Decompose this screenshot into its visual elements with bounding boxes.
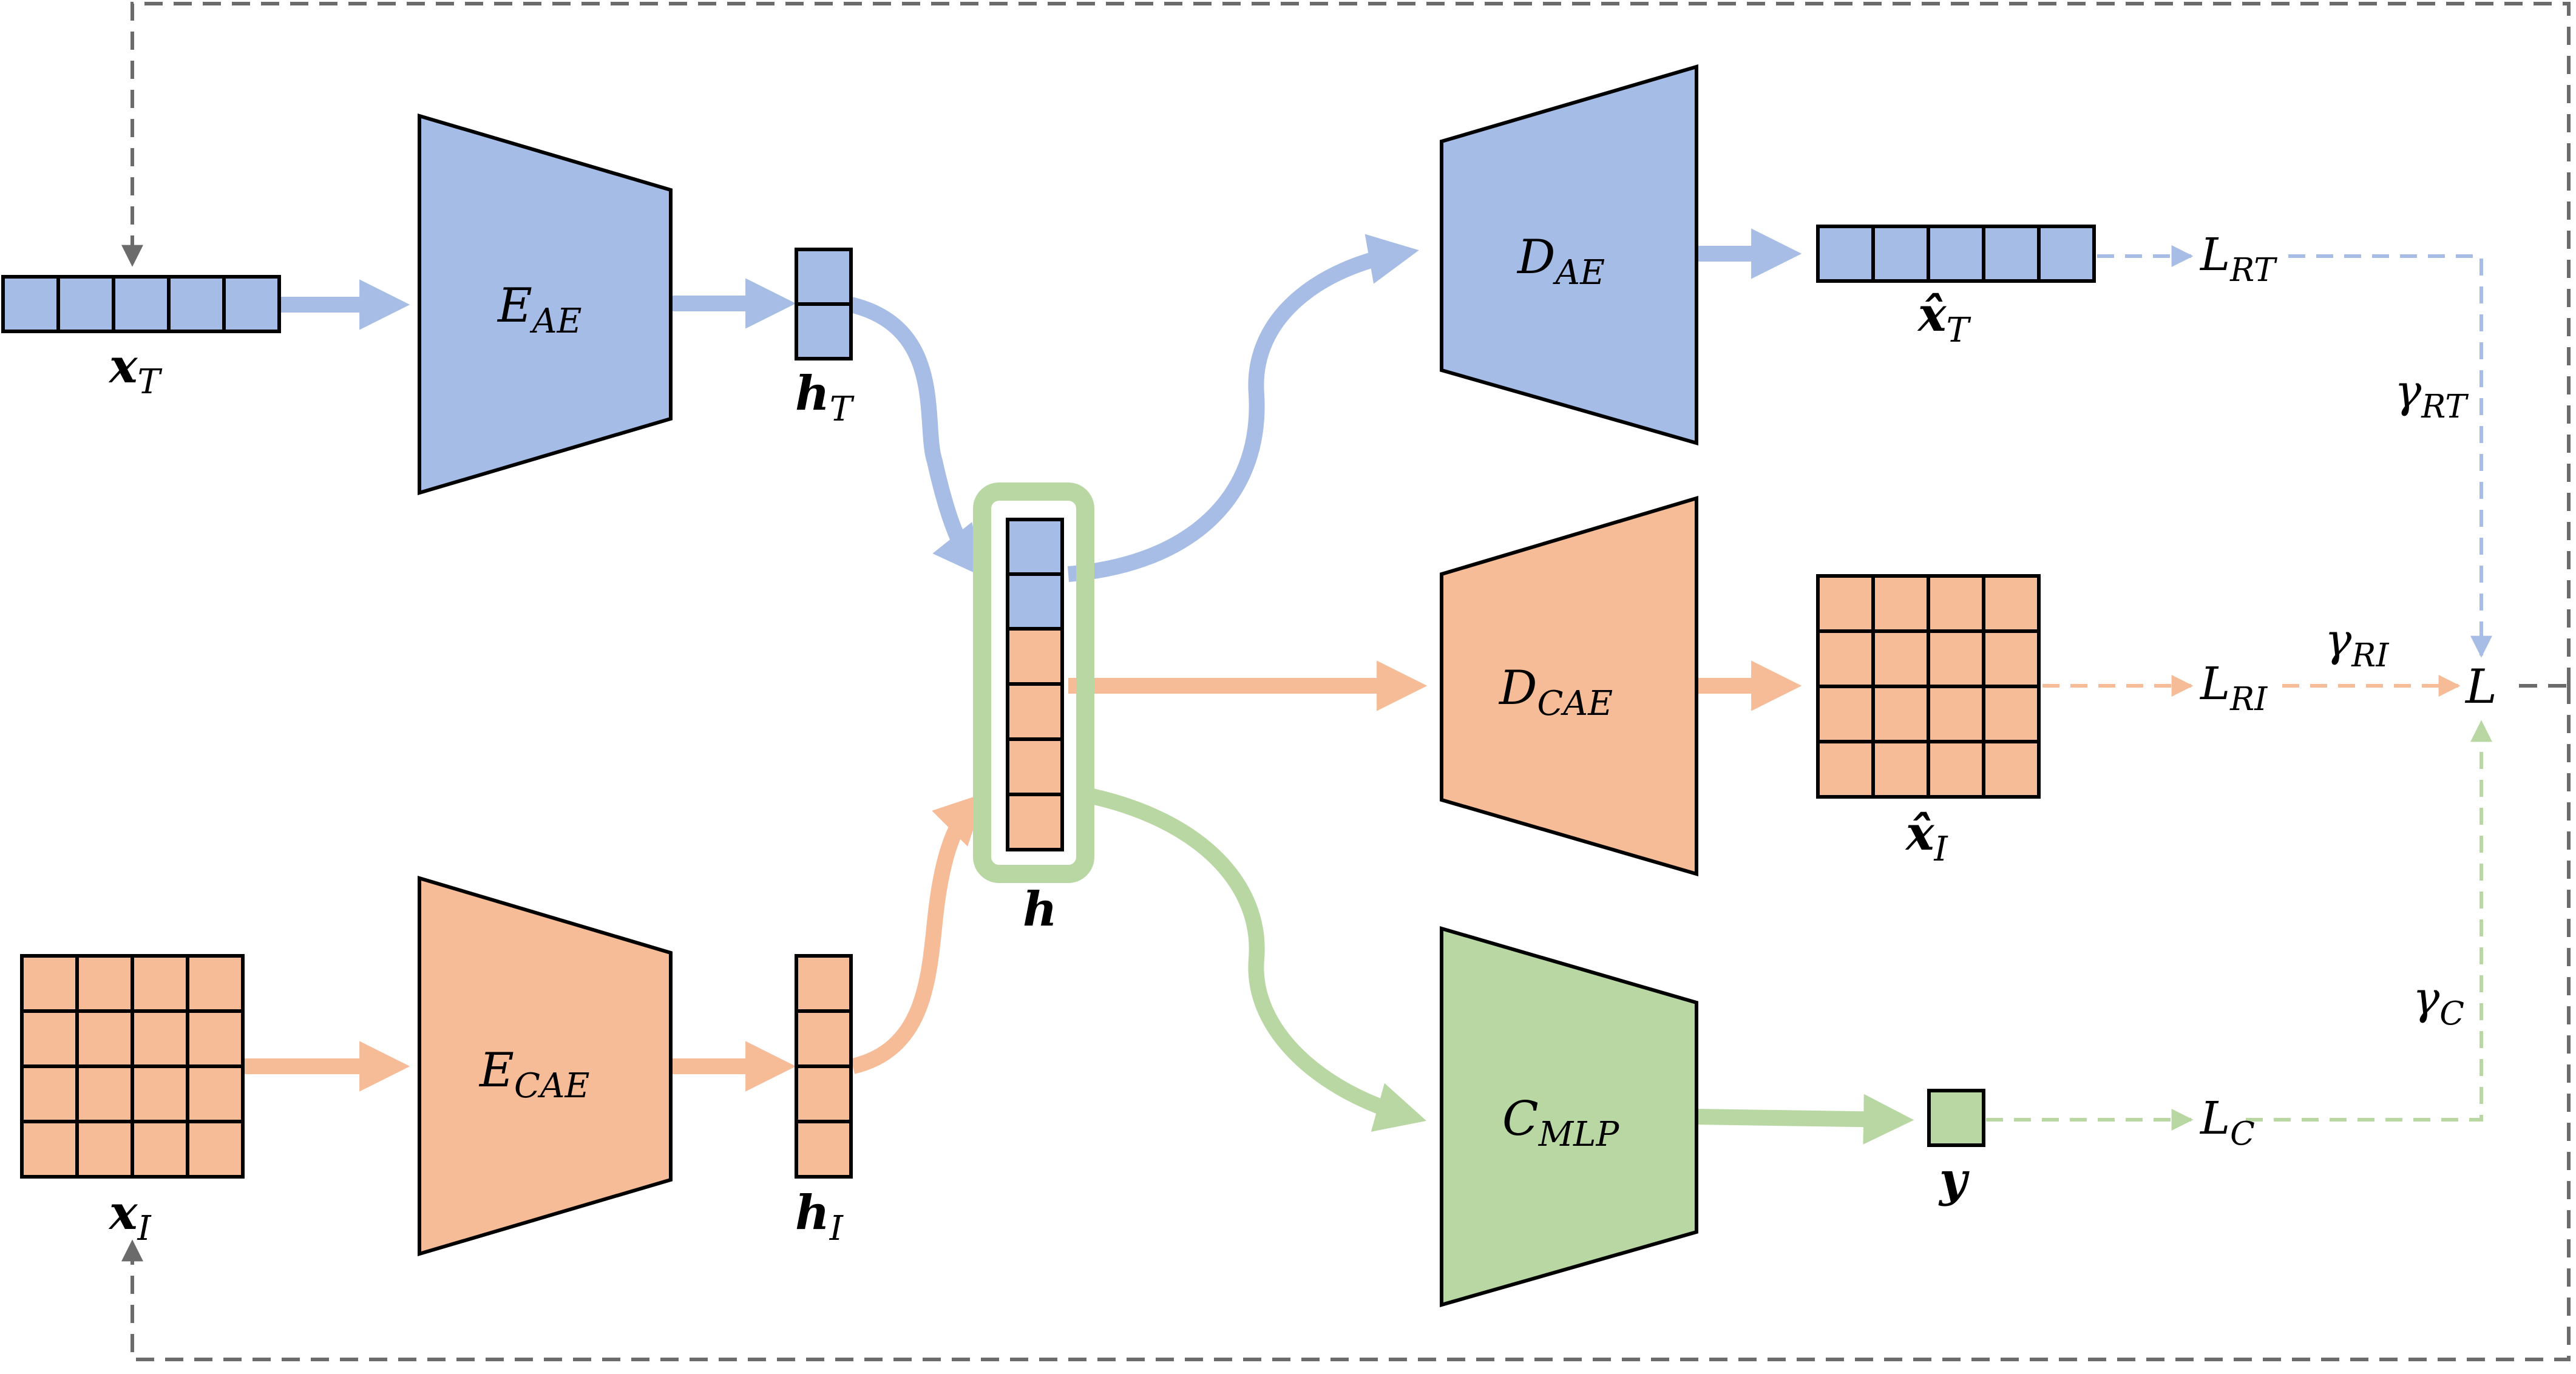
decoder-cae-block <box>1440 495 1698 876</box>
classifier-mlp-label: CMLP <box>1502 1092 1619 1154</box>
loss-labels: LRT LRI LC L <box>2199 229 2497 1152</box>
reconstructed-image-grid <box>1816 574 2041 799</box>
arrow-hi-to-h <box>850 793 986 1074</box>
decoder-cae-label: DCAE <box>1498 661 1613 723</box>
encoder-ae-block <box>418 113 673 496</box>
encoder-ae-label: EAE <box>497 279 582 341</box>
joint-latent-label: h <box>1023 882 1057 937</box>
reconstructed-text-vector <box>1816 225 2096 283</box>
input-text-vector <box>1 275 281 333</box>
loss-c-label: LC <box>2199 1092 2255 1152</box>
total-loss-label: L <box>2464 660 2497 714</box>
input-image-label: xI <box>108 1185 152 1248</box>
arrow-ht-to-h <box>849 297 984 577</box>
block-labels: EAE ECAE DAE DCAE CMLP <box>478 230 1619 1154</box>
gamma-rt-label: γRT <box>2395 365 2469 425</box>
vector-labels: xT hT xI hI h x̂T x̂I y <box>108 287 1971 1248</box>
arrow-lrt-to-l <box>2288 254 2492 658</box>
output-label-cell <box>1927 1089 1985 1147</box>
latent-image-label: hI <box>795 1185 844 1248</box>
joint-latent-outline <box>973 482 1094 883</box>
arrow-h-to-cmlp <box>1085 787 1427 1132</box>
reconstructed-image-label: x̂I <box>1905 806 1949 869</box>
reconstructed-text-label: x̂T <box>1917 287 1971 350</box>
encoder-decoder-blocks <box>418 64 1698 1307</box>
decoder-ae-block <box>1440 64 1698 445</box>
flow-arrows <box>243 228 1914 1145</box>
data-vectors <box>1 225 2096 1179</box>
feedback-loop <box>121 2 2571 1361</box>
feedback-loop-top <box>121 2 2571 686</box>
loss-ri-label: LRI <box>2199 658 2268 718</box>
latent-text-label: hT <box>795 366 855 429</box>
gamma-c-label: γC <box>2413 972 2464 1032</box>
weight-labels: γRT γRI γC <box>2325 365 2469 1032</box>
output-label: y <box>1938 1152 1970 1207</box>
input-text-label: xT <box>108 339 163 402</box>
joint-latent-vector <box>973 482 1094 883</box>
input-image-grid <box>20 954 245 1179</box>
feedback-loop-bottom <box>121 686 2571 1361</box>
encoder-cae-label: ECAE <box>478 1043 589 1106</box>
encoder-cae-block <box>418 875 673 1257</box>
loss-arrows <box>1986 245 2492 1131</box>
decoder-ae-label: DAE <box>1516 230 1605 293</box>
classifier-mlp-block <box>1440 926 1698 1307</box>
arrow-lc-to-l <box>2246 720 2492 1122</box>
loss-rt-label: LRT <box>2199 229 2277 289</box>
arrow-h-to-dae <box>1067 234 1419 582</box>
arrow-cmlp-to-y <box>1696 1094 1914 1145</box>
gamma-ri-label: γRI <box>2325 614 2389 674</box>
latent-text-vector <box>795 248 853 360</box>
latent-image-vector <box>795 954 853 1179</box>
